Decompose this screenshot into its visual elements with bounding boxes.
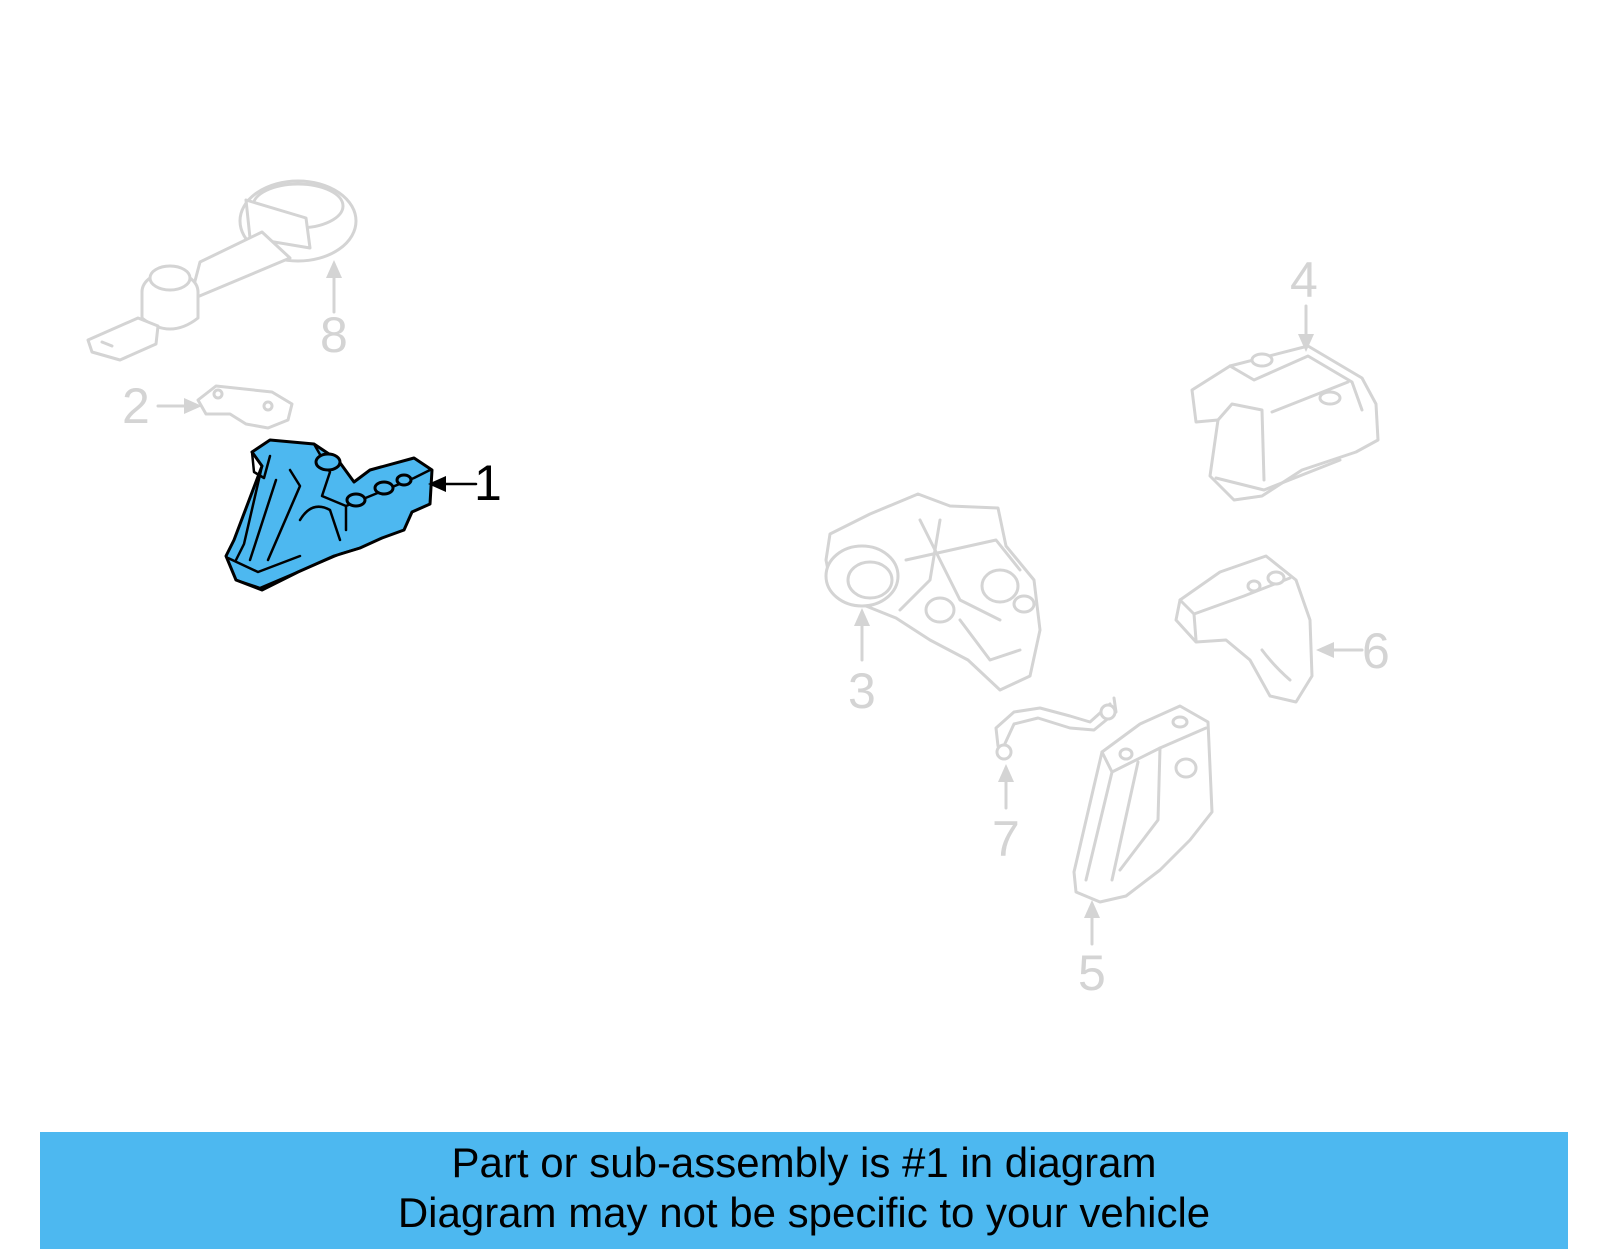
- callout-3: 3: [848, 608, 876, 719]
- callout-1: 1: [428, 455, 502, 511]
- callout-8-label: 8: [320, 307, 348, 363]
- callout-7: 7: [992, 764, 1020, 867]
- callout-4: 4: [1290, 252, 1318, 352]
- part-1-engine-mount[interactable]: [224, 438, 434, 592]
- callout-2: 2: [122, 378, 202, 434]
- part-7-bracket-rod[interactable]: [994, 696, 1118, 761]
- banner-disclaimer: Diagram may not be specific to your vehi…: [397, 1189, 1211, 1236]
- part-2-bracket[interactable]: [196, 384, 294, 430]
- part-3-transmission[interactable]: [824, 492, 1042, 692]
- banner-part-note: Part or sub-assembly is #1 in diagram: [451, 1139, 1157, 1186]
- callout-5: 5: [1078, 900, 1106, 1001]
- part-4-transmission-mount[interactable]: [1190, 344, 1380, 502]
- part-6-bracket[interactable]: [1174, 554, 1314, 704]
- callout-8: 8: [320, 260, 348, 363]
- callout-3-label: 3: [848, 663, 876, 719]
- info-banner: Part or sub-assembly is #1 in diagram Di…: [40, 1132, 1568, 1249]
- callout-4-label: 4: [1290, 252, 1318, 308]
- callout-7-label: 7: [992, 811, 1020, 867]
- callout-6-label: 6: [1362, 623, 1390, 679]
- part-5-bracket[interactable]: [1072, 704, 1214, 904]
- callout-5-label: 5: [1078, 945, 1106, 1001]
- callout-1-label: 1: [474, 455, 502, 511]
- callout-6: 6: [1316, 623, 1390, 679]
- callout-2-label: 2: [122, 378, 150, 434]
- part-8-torque-rod[interactable]: [86, 179, 358, 362]
